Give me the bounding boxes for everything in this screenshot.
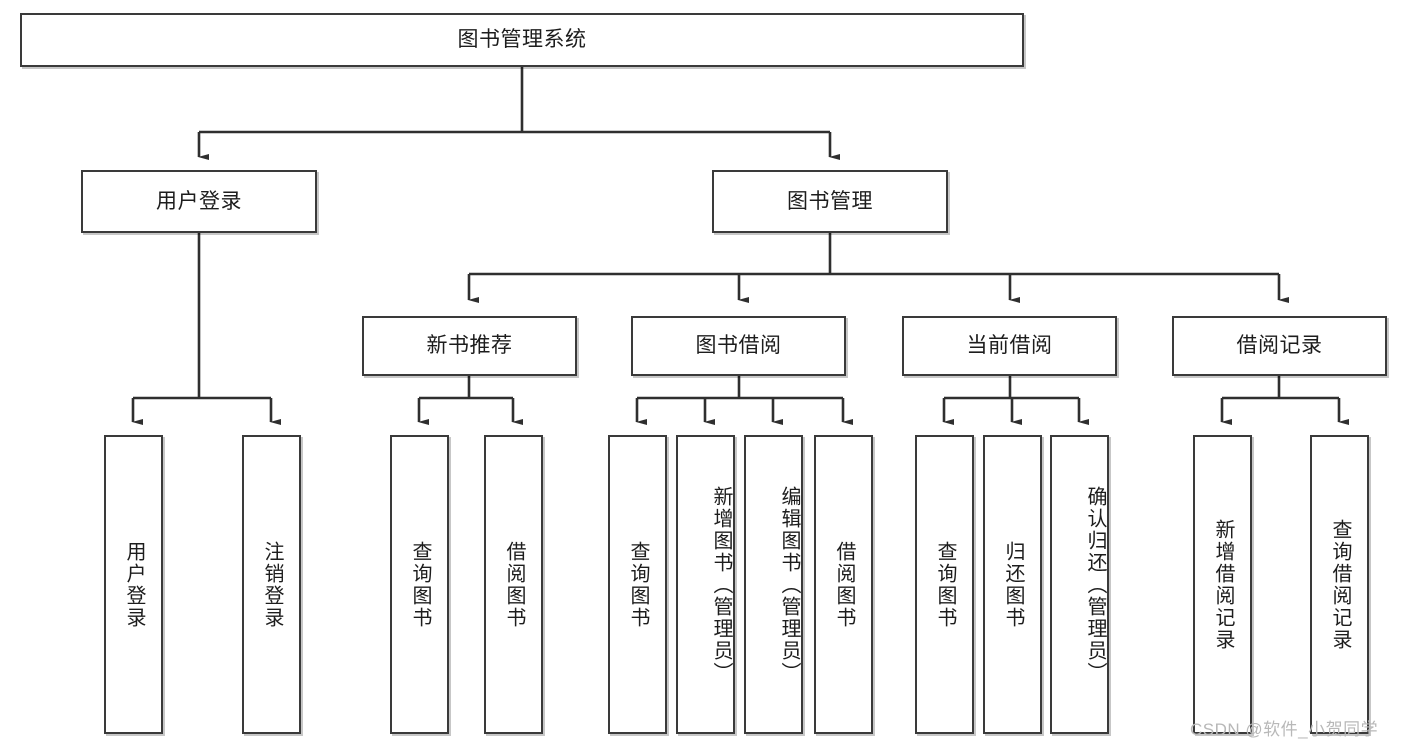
leaf-return-book-label: 归还图书 <box>1002 540 1024 629</box>
leaf-logout-label: 注销登录 <box>261 540 283 629</box>
node-borrow-record-label: 借阅记录 <box>1236 334 1323 358</box>
leaf-query-borrow-record-label: 查询借阅记录 <box>1329 518 1351 651</box>
node-book-management[interactable]: 图书管理 <box>712 170 948 233</box>
leaf-query-book-borrow[interactable]: 查询图书 <box>608 435 667 734</box>
leaf-query-borrow-record[interactable]: 查询借阅记录 <box>1310 435 1369 734</box>
node-book-borrow[interactable]: 图书借阅 <box>631 316 846 376</box>
leaf-query-book-borrow-label: 查询图书 <box>627 540 649 629</box>
leaf-user-login-label: 用户登录 <box>123 540 145 629</box>
leaf-borrow-book[interactable]: 借阅图书 <box>814 435 873 734</box>
leaf-query-book-recommend-label: 查询图书 <box>409 540 431 629</box>
node-book-borrow-label: 图书借阅 <box>695 334 782 358</box>
leaf-borrow-book-recommend[interactable]: 借阅图书 <box>484 435 543 734</box>
node-user-login-label: 用户登录 <box>156 189 242 213</box>
node-current-borrow-label: 当前借阅 <box>966 334 1053 358</box>
leaf-add-book-admin[interactable]: 新增图书（管理员） <box>676 435 735 734</box>
leaf-query-book-current-label: 查询图书 <box>934 540 956 629</box>
leaf-borrow-book-recommend-label: 借阅图书 <box>503 540 525 629</box>
leaf-query-book-current[interactable]: 查询图书 <box>915 435 974 734</box>
leaf-user-login[interactable]: 用户登录 <box>104 435 163 734</box>
node-new-book-recommend-label: 新书推荐 <box>426 334 513 358</box>
leaf-borrow-book-label: 借阅图书 <box>833 540 855 629</box>
leaf-edit-book-admin-label: 编辑图书（管理员） <box>778 485 800 684</box>
leaf-confirm-return-admin-label: 确认归还（管理员） <box>1084 485 1106 684</box>
leaf-return-book[interactable]: 归还图书 <box>983 435 1042 734</box>
node-book-management-label: 图书管理 <box>787 189 873 213</box>
leaf-query-book-recommend[interactable]: 查询图书 <box>390 435 449 734</box>
leaf-logout[interactable]: 注销登录 <box>242 435 301 734</box>
csdn-watermark: CSDN @软件_小贺同学 <box>1190 720 1379 739</box>
node-current-borrow[interactable]: 当前借阅 <box>902 316 1117 376</box>
leaf-confirm-return-admin[interactable]: 确认归还（管理员） <box>1050 435 1109 734</box>
node-root-label: 图书管理系统 <box>457 28 587 52</box>
node-user-login[interactable]: 用户登录 <box>81 170 317 233</box>
node-root[interactable]: 图书管理系统 <box>20 13 1024 67</box>
leaf-edit-book-admin[interactable]: 编辑图书（管理员） <box>744 435 803 734</box>
leaf-add-borrow-record-label: 新增借阅记录 <box>1212 518 1234 651</box>
node-borrow-record[interactable]: 借阅记录 <box>1172 316 1387 376</box>
node-new-book-recommend[interactable]: 新书推荐 <box>362 316 577 376</box>
leaf-add-borrow-record[interactable]: 新增借阅记录 <box>1193 435 1252 734</box>
leaf-add-book-admin-label: 新增图书（管理员） <box>710 485 732 684</box>
